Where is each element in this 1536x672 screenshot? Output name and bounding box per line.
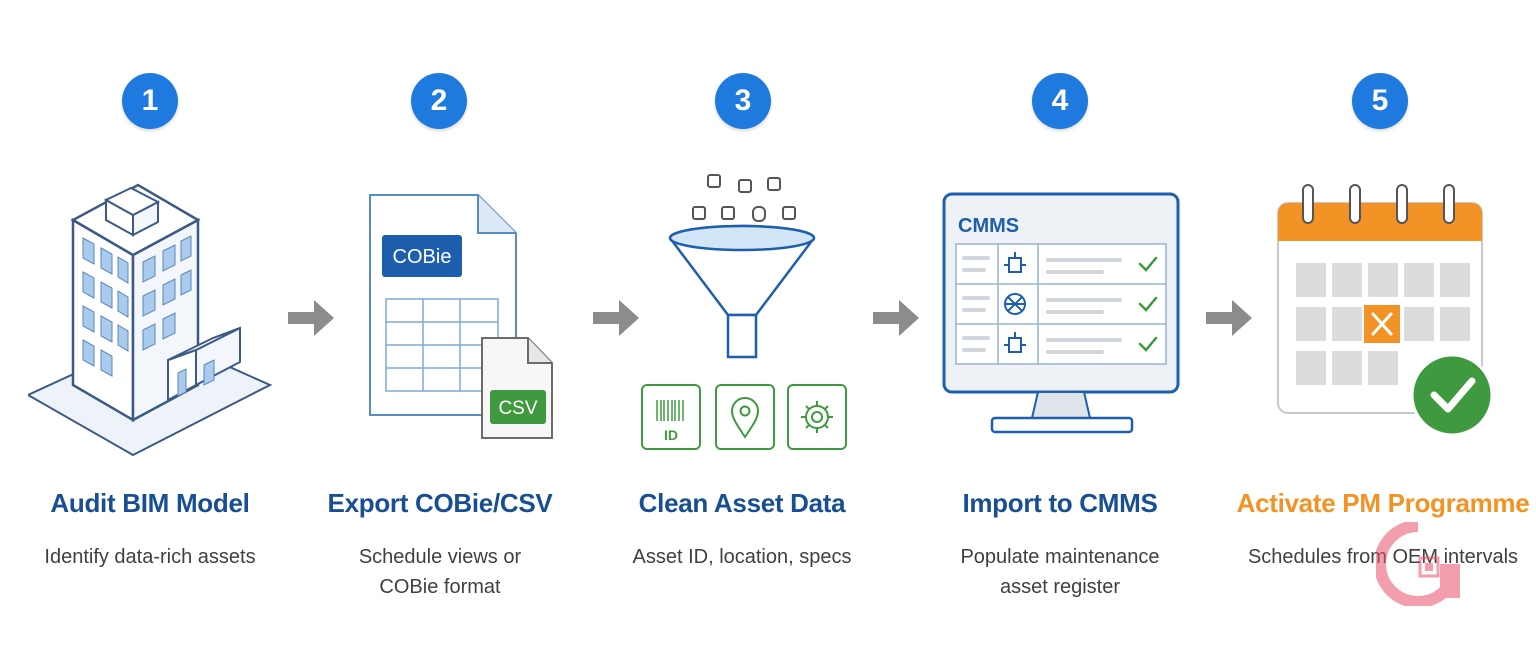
arrow-right-icon bbox=[593, 300, 639, 336]
step-title: Clean Asset Data bbox=[638, 488, 846, 518]
step-description: Asset ID, location, specs bbox=[632, 546, 852, 568]
cmms-screen-label: CMMS bbox=[958, 215, 1019, 237]
gear-icon bbox=[787, 384, 847, 450]
id-label: ID bbox=[664, 427, 678, 443]
monitor-icon: CMMS bbox=[942, 192, 1180, 434]
step-1: 1 Audit BIM Model Identify data-rich ass… bbox=[28, 0, 272, 672]
location-pin-icon bbox=[715, 384, 775, 450]
step-number-badge: 1 bbox=[122, 73, 178, 129]
arrow-right-icon bbox=[1206, 300, 1252, 336]
arrow-right-icon bbox=[288, 300, 334, 336]
arrow-right-icon bbox=[873, 300, 919, 336]
calendar-check-icon bbox=[1277, 184, 1494, 437]
step-3: 3 ID Clean Asset Data A bbox=[622, 0, 862, 672]
step-title: Export COBie/CSV bbox=[327, 488, 553, 518]
funnel-icon bbox=[668, 174, 816, 359]
document-table-icon: COBie CSV bbox=[369, 194, 553, 439]
step-title: Activate PM Programme bbox=[1236, 488, 1530, 518]
asset-id-icon: ID bbox=[641, 384, 701, 450]
step-title: Audit BIM Model bbox=[50, 488, 250, 518]
cobie-tag: COBie bbox=[393, 246, 452, 268]
step-description: Identify data-rich assets bbox=[44, 546, 256, 568]
step-number-badge: 2 bbox=[411, 73, 467, 129]
step-description: Schedule views or COBie format bbox=[358, 546, 522, 598]
step-4: 4 CMMS Import to CMMS Populate maintenan… bbox=[942, 0, 1180, 672]
step-5: 5 Activate PM Programme Schedules from O… bbox=[1236, 0, 1530, 672]
step-2: 2 COBie CSV Export COBie/CSV Schedule vi… bbox=[320, 0, 560, 672]
building-icon bbox=[28, 183, 272, 457]
step-number-badge: 3 bbox=[715, 73, 771, 129]
csv-tag: CSV bbox=[498, 398, 537, 419]
step-description: Populate maintenance asset register bbox=[960, 546, 1160, 598]
watermark-logo-icon bbox=[1376, 522, 1460, 606]
step-number-badge: 5 bbox=[1352, 73, 1408, 129]
step-number-badge: 4 bbox=[1032, 73, 1088, 129]
step-title: Import to CMMS bbox=[962, 488, 1158, 518]
